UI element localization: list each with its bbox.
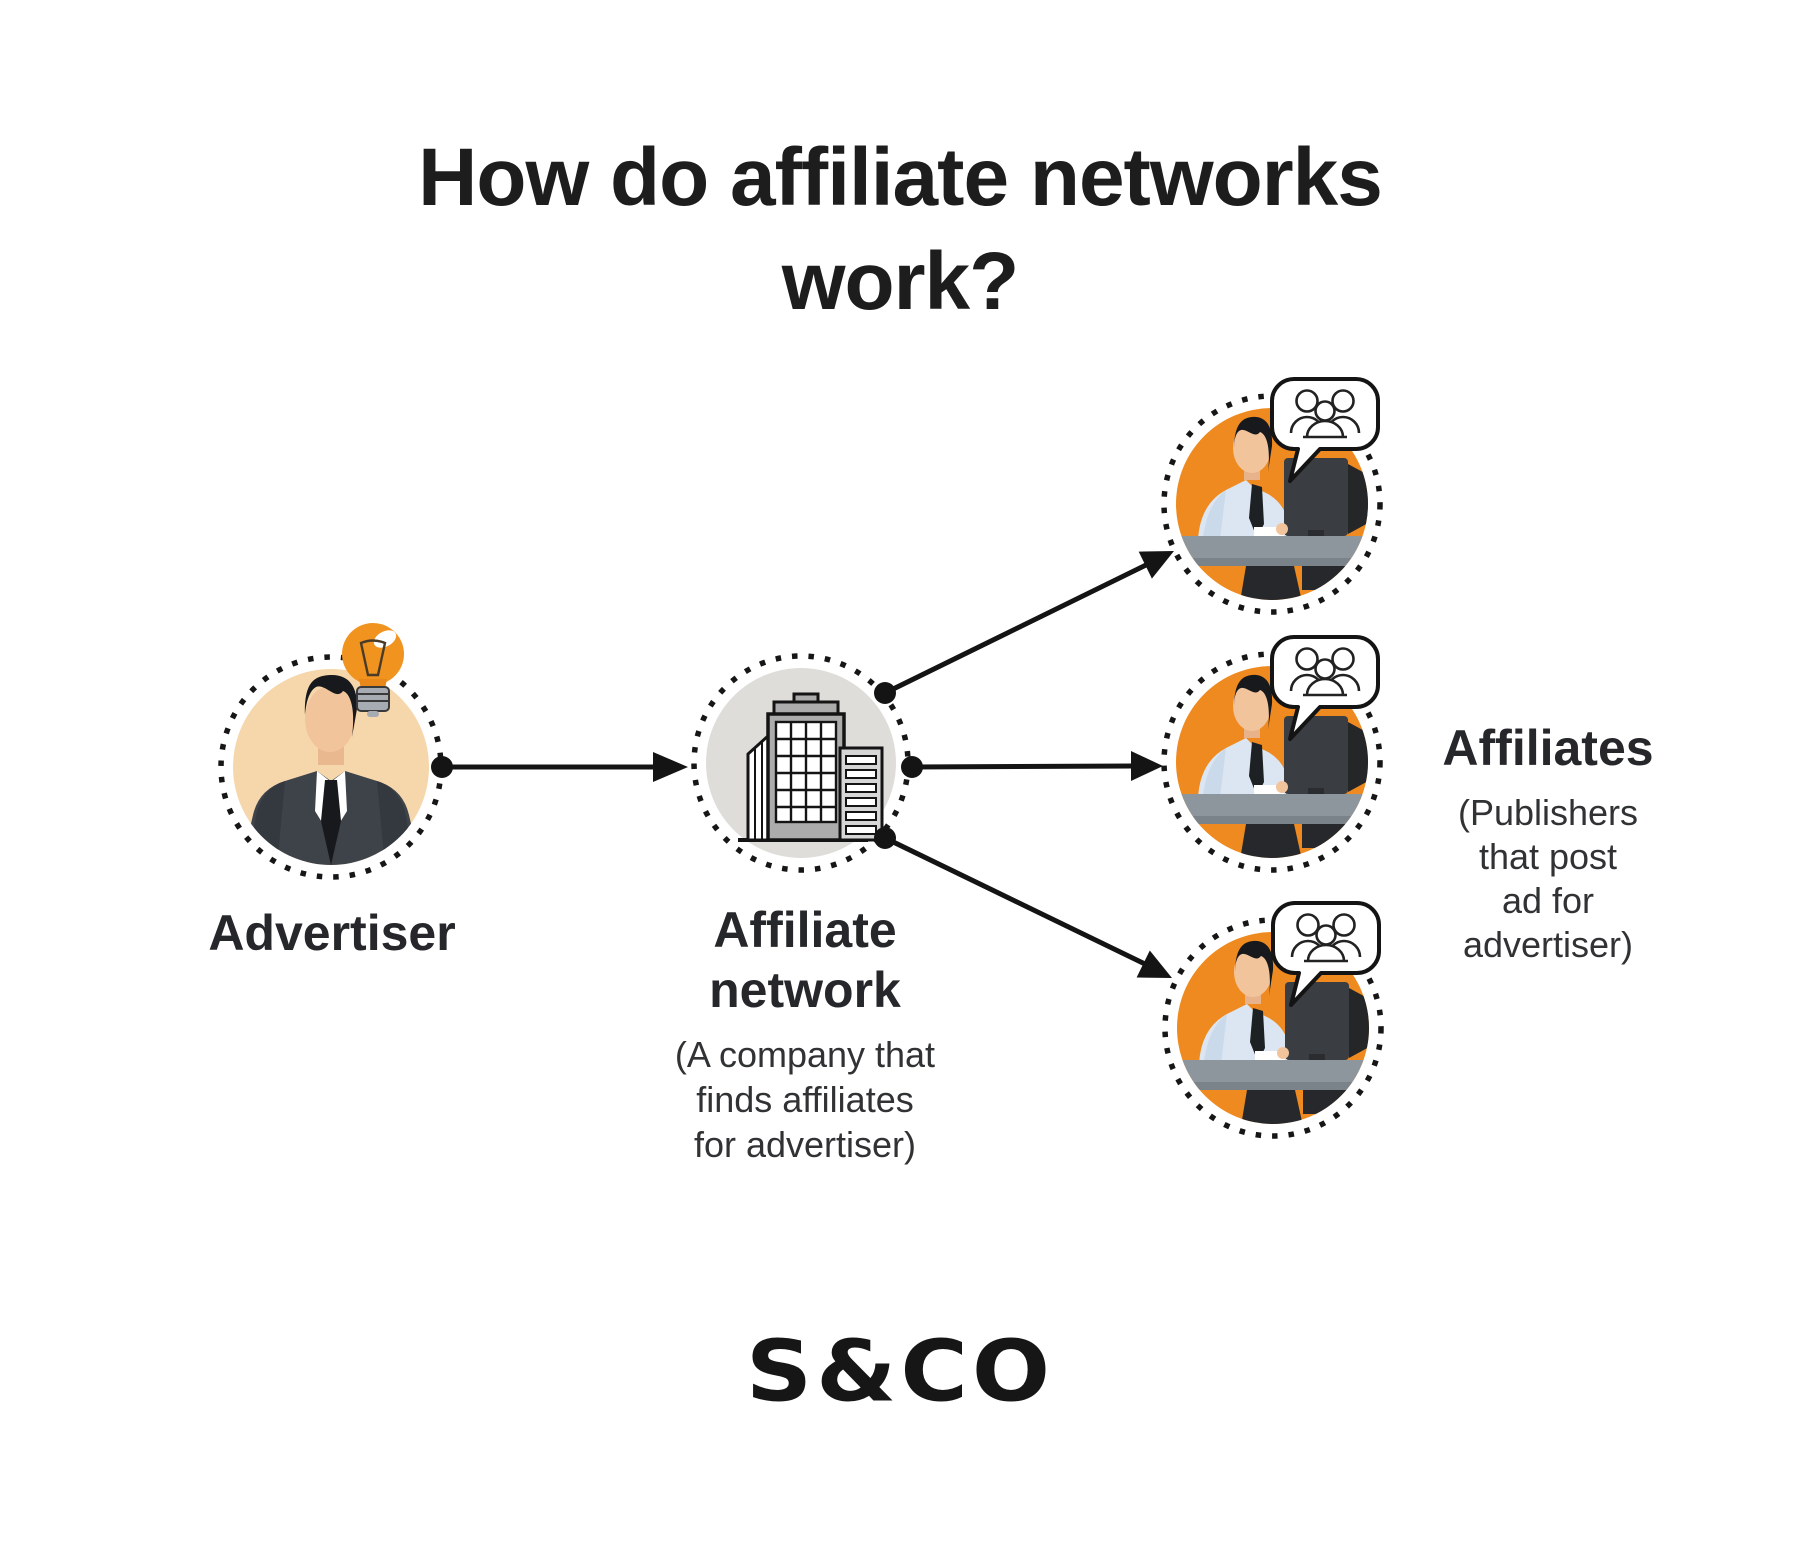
affiliate-network-label-line2: network xyxy=(709,962,901,1018)
advertiser-label: Advertiser xyxy=(208,905,456,961)
advertiser-node xyxy=(218,623,444,880)
network-note-line: finds affiliates xyxy=(696,1079,914,1120)
affiliates-label: Affiliates xyxy=(1442,720,1654,776)
office-building-icon xyxy=(738,692,884,842)
arrow-icon xyxy=(1131,751,1163,781)
affiliates-note-line: advertiser) xyxy=(1462,924,1634,965)
affiliate-network-note: (A company that finds affiliates for adv… xyxy=(610,1032,1000,1167)
arrow-icon xyxy=(653,752,688,782)
brand-logo: S&CO xyxy=(745,1322,1055,1421)
affiliate-network-label-line1: Affiliate xyxy=(713,902,897,958)
page-title-line2: work? xyxy=(781,236,1019,327)
page-title-line1: How do affiliate networks xyxy=(418,132,1383,223)
affiliates-note: (Publishers that post ad for advertiser) xyxy=(1398,791,1698,967)
affiliate-network-label: Affiliate network xyxy=(610,900,1000,1020)
network-note-line: for advertiser) xyxy=(693,1124,917,1165)
network-note-line: (A company that xyxy=(674,1034,936,1075)
businessman-icon xyxy=(241,674,421,865)
affiliates-note-line: that post xyxy=(1478,836,1618,877)
lightbulb-icon xyxy=(342,623,404,717)
arrow-icon xyxy=(1136,950,1172,978)
affiliates-note-line: (Publishers xyxy=(1457,792,1639,833)
arrow-icon xyxy=(1138,551,1174,579)
page-title: How do affiliate networks work? xyxy=(0,126,1800,334)
affiliates-note-line: ad for xyxy=(1501,880,1595,921)
affiliate-network-node xyxy=(691,653,911,873)
